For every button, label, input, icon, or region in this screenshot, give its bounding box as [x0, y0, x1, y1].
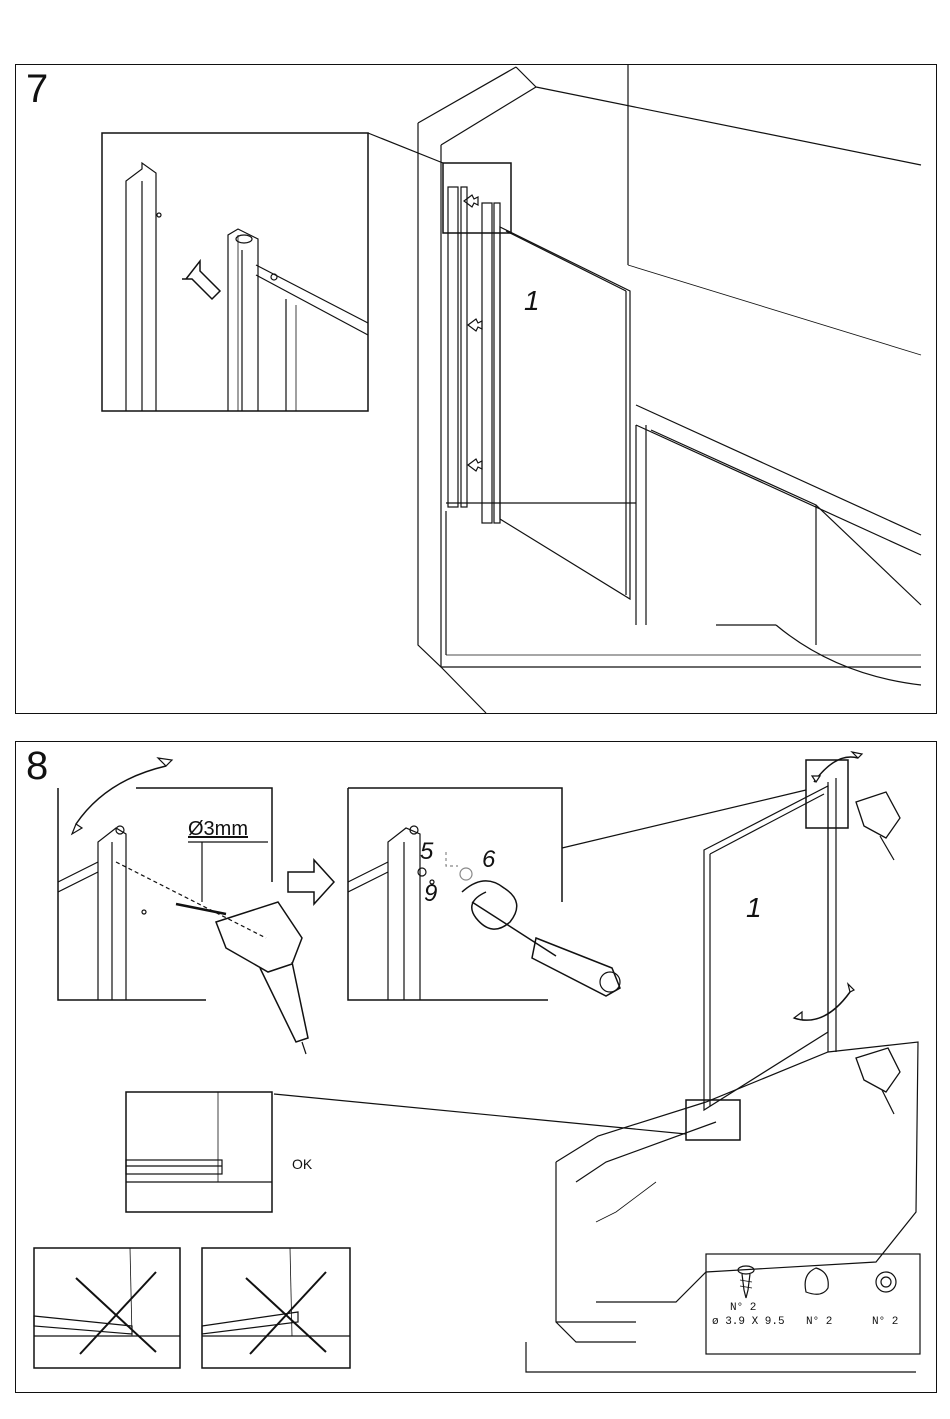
screw-icon	[738, 1266, 754, 1298]
part-label-6: 6	[482, 846, 495, 874]
step-7-panel: 7	[15, 64, 937, 714]
screw-spec: ø 3.9 X 9.5	[712, 1316, 785, 1328]
screw-qty: N° 2	[730, 1302, 756, 1314]
washer-qty: N° 2	[872, 1316, 898, 1328]
washer-icon	[876, 1272, 896, 1292]
part-label-5: 5	[420, 838, 433, 866]
cap-icon	[805, 1268, 828, 1294]
part-label-9: 9	[424, 880, 437, 908]
step-8-panel: 8	[15, 741, 937, 1393]
part-label-1: 1	[524, 285, 540, 317]
drill-size-label: Ø3mm	[188, 818, 248, 841]
cap-qty: N° 2	[806, 1316, 832, 1328]
ok-label: OK	[292, 1156, 312, 1172]
step-8-illustration	[16, 742, 938, 1394]
step-7-illustration	[16, 65, 938, 715]
panel-label-1: 1	[746, 892, 762, 924]
